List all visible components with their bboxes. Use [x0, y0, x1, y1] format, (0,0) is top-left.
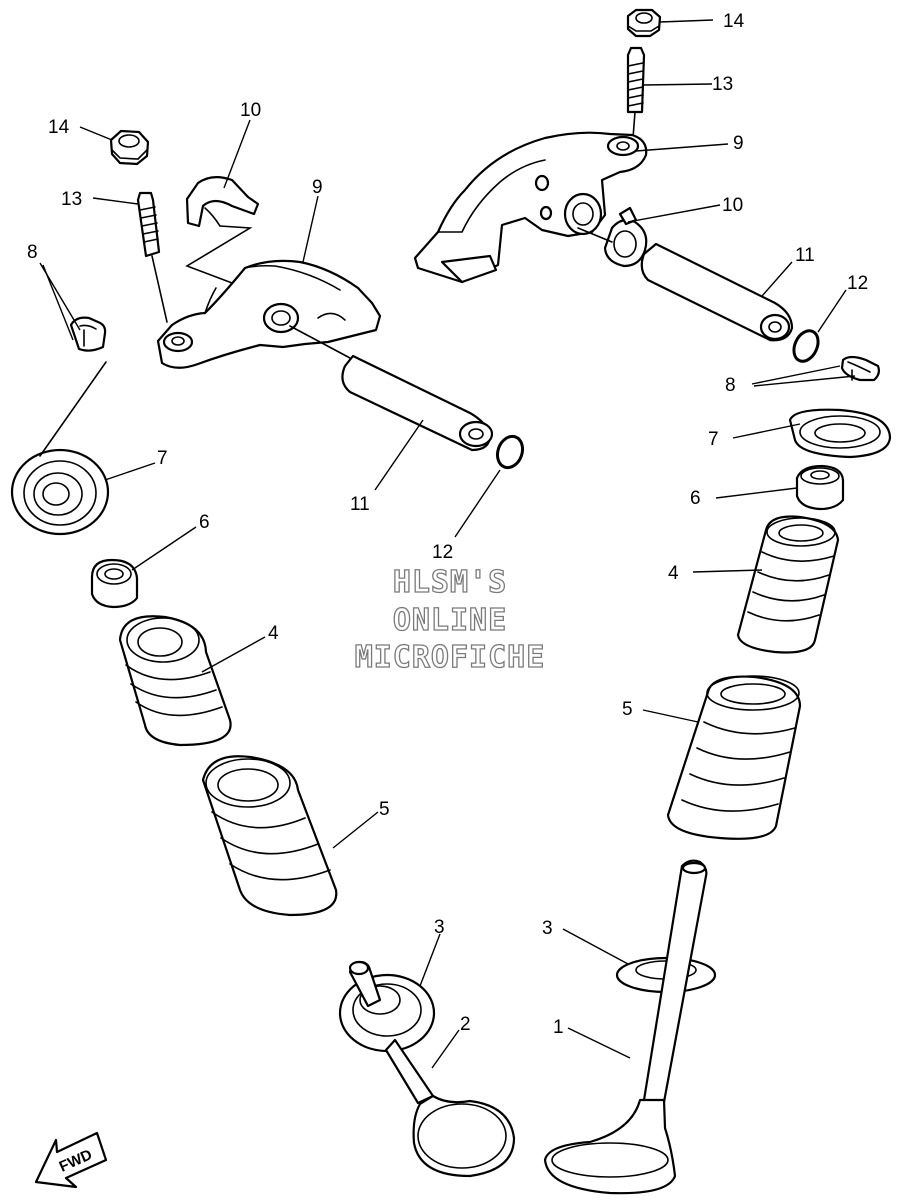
callout-6-right: 6	[690, 488, 701, 509]
part-outer-spring-right[interactable]	[666, 675, 802, 840]
part-rocker-shaft-right[interactable]	[640, 242, 794, 342]
part-clip-left[interactable]	[185, 176, 260, 287]
callout-5-right: 5	[622, 699, 633, 720]
part-o-ring-right[interactable]	[789, 327, 822, 365]
callout-13-right: 13	[712, 74, 733, 95]
callout-7-left: 7	[157, 448, 168, 469]
callout-numbers: 14 13 10 9 8 7 11 12 6 4 5 3 2 14 13 9 1…	[27, 11, 868, 1038]
part-valve-cotters-left[interactable]	[69, 316, 107, 352]
callout-14-right: 14	[723, 11, 745, 32]
part-valve-retainer-right[interactable]	[788, 408, 892, 459]
part-spring-seat-left[interactable]	[338, 973, 436, 1053]
part-nut-left[interactable]	[109, 129, 150, 166]
watermark-line-1: HLSM'S	[393, 565, 507, 600]
callout-6-left: 6	[199, 512, 210, 533]
callout-10-right: 10	[722, 195, 743, 216]
callout-3-right: 3	[542, 918, 553, 939]
forward-arrow-icon: FWD	[34, 1131, 108, 1189]
callout-8-left: 8	[27, 242, 38, 263]
callout-9-right: 9	[733, 133, 744, 154]
part-rocker-arm-left[interactable]	[156, 259, 382, 369]
callout-13-left: 13	[61, 189, 82, 210]
part-clip-right[interactable]	[577, 206, 648, 268]
callout-5-left: 5	[379, 799, 390, 820]
part-outer-spring-left[interactable]	[201, 755, 338, 917]
callout-4-left: 4	[268, 623, 279, 644]
part-inner-spring-left[interactable]	[118, 615, 232, 747]
part-rocker-arm-right[interactable]	[413, 131, 648, 284]
callout-4-right: 4	[668, 563, 679, 584]
callout-2: 2	[460, 1014, 471, 1035]
callout-14-left: 14	[48, 117, 70, 138]
callout-3-left: 3	[434, 917, 445, 938]
callout-9-left: 9	[312, 177, 323, 198]
watermark-line-2: ONLINE	[393, 603, 507, 638]
part-adjusting-screw-right[interactable]	[626, 46, 646, 139]
part-valve-1[interactable]	[543, 859, 708, 1195]
callout-10-left: 10	[240, 100, 261, 121]
part-nut-right[interactable]	[626, 8, 662, 38]
part-adjusting-screw-left[interactable]	[136, 191, 168, 323]
part-inner-spring-right[interactable]	[736, 515, 840, 654]
callout-12-right: 12	[847, 273, 868, 294]
watermark: HLSM'S ONLINE MICROFICHE	[354, 564, 546, 675]
callout-7-right: 7	[708, 429, 719, 450]
callout-11-right: 11	[795, 245, 815, 266]
watermark-line-3: MICROFICHE	[355, 640, 546, 675]
part-valve-retainer-left[interactable]	[10, 361, 110, 536]
callout-8-right: 8	[725, 375, 736, 396]
callout-11-left: 11	[350, 494, 370, 515]
part-valve-cotters-right[interactable]	[840, 355, 880, 382]
callout-12-left: 12	[432, 542, 453, 563]
part-stem-seal-left[interactable]	[90, 558, 139, 609]
leader-lines	[39, 19, 856, 1069]
part-stem-seal-right[interactable]	[795, 464, 845, 511]
part-rocker-shaft-left[interactable]	[289, 325, 494, 452]
part-o-ring-left[interactable]	[493, 433, 526, 471]
callout-1: 1	[553, 1017, 564, 1038]
part-valve-2[interactable]	[348, 960, 516, 1178]
